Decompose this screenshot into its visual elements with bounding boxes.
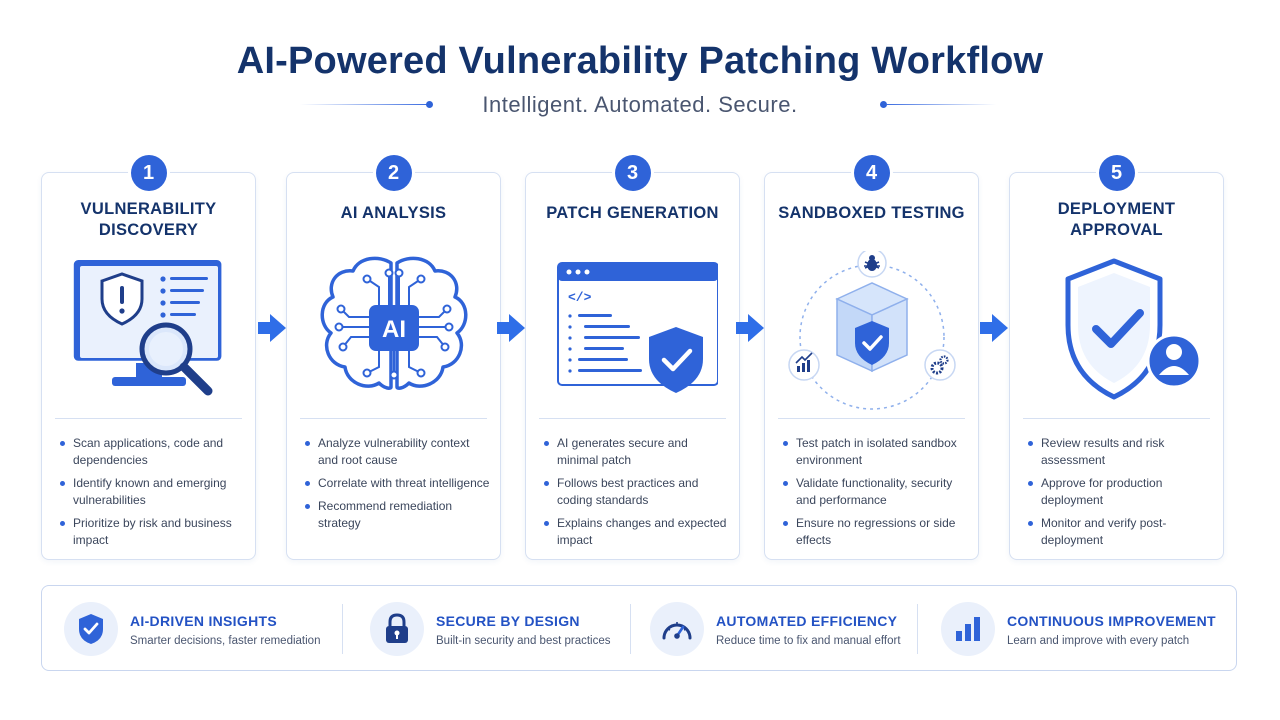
feature-desc: Smarter decisions, faster remediation bbox=[130, 635, 321, 647]
list-item: Recommend remediation strategy bbox=[305, 498, 492, 532]
bullet-list: Test patch in isolated sandbox environme… bbox=[783, 435, 970, 555]
step-title: DEPLOYMENT APPROVAL bbox=[1010, 199, 1223, 241]
shield-check-icon bbox=[64, 602, 118, 656]
bullet-list: Review results and risk assessment Appro… bbox=[1028, 435, 1215, 555]
list-item: Identify known and emerging vulnerabilit… bbox=[60, 475, 247, 509]
card-divider bbox=[55, 418, 242, 419]
card-divider bbox=[1023, 418, 1210, 419]
ai-brain-icon: AI bbox=[309, 251, 479, 411]
feature-title: SECURE BY DESIGN bbox=[436, 613, 580, 629]
card-divider bbox=[778, 418, 965, 419]
step-number: 2 bbox=[375, 155, 412, 191]
page-title: AI-Powered Vulnerability Patching Workfl… bbox=[236, 40, 1044, 82]
feature-title: AUTOMATED EFFICIENCY bbox=[716, 613, 898, 629]
list-item: Correlate with threat intelligence bbox=[305, 475, 492, 492]
step-title-line: AI ANALYSIS bbox=[340, 204, 447, 222]
step-number: 3 bbox=[614, 155, 651, 191]
list-item: Analyze vulnerability context and root c… bbox=[305, 435, 492, 469]
feature-title: CONTINUOUS IMPROVEMENT bbox=[1007, 613, 1216, 629]
step-number: 5 bbox=[1098, 155, 1135, 191]
list-item: Approve for production deployment bbox=[1028, 475, 1215, 509]
feature-separator bbox=[917, 604, 918, 654]
feature-separator bbox=[630, 604, 631, 654]
list-item: Validate functionality, security and per… bbox=[783, 475, 970, 509]
step-number: 4 bbox=[853, 155, 890, 191]
ai-chip-label: AI bbox=[382, 316, 406, 343]
sandbox-cube-icon bbox=[787, 248, 957, 411]
shield-check-user-icon bbox=[1032, 251, 1202, 411]
step-title-line: SANDBOXED TESTING bbox=[778, 204, 965, 222]
step-title-line: PATCH GENERATION bbox=[546, 204, 719, 222]
step-card-patch-generation: 3 PATCH GENERATION </> AI generates secu… bbox=[525, 155, 740, 560]
decorative-line-left bbox=[300, 104, 428, 105]
arrow-right-icon bbox=[495, 311, 527, 345]
list-item: AI generates secure and minimal patch bbox=[544, 435, 731, 469]
bullet-list: Scan applications, code and dependencies… bbox=[60, 435, 247, 555]
feature-desc: Reduce time to fix and manual effort bbox=[716, 635, 901, 647]
arrow-right-icon bbox=[734, 311, 766, 345]
list-item: Scan applications, code and dependencies bbox=[60, 435, 247, 469]
card-divider bbox=[539, 418, 726, 419]
decorative-line-right bbox=[886, 104, 996, 105]
decorative-dot-left bbox=[426, 101, 433, 108]
bullet-list: Analyze vulnerability context and root c… bbox=[305, 435, 492, 538]
step-title-line: DISCOVERY bbox=[98, 221, 199, 239]
list-item: Review results and risk assessment bbox=[1028, 435, 1215, 469]
card-divider bbox=[300, 418, 487, 419]
list-item: Test patch in isolated sandbox environme… bbox=[783, 435, 970, 469]
list-item: Ensure no regressions or side effects bbox=[783, 515, 970, 549]
code-window-shield-icon: </> bbox=[548, 251, 719, 411]
arrow-right-icon bbox=[256, 311, 288, 345]
bar-chart-icon bbox=[941, 602, 995, 656]
subtitle-row: Intelligent. Automated. Secure. bbox=[0, 92, 1280, 122]
page-subtitle: Intelligent. Automated. Secure. bbox=[482, 92, 798, 117]
list-item: Prioritize by risk and business impact bbox=[60, 515, 247, 549]
step-title-line: APPROVAL bbox=[1070, 221, 1163, 239]
gauge-icon bbox=[650, 602, 704, 656]
monitor-shield-magnifier-icon bbox=[64, 251, 234, 411]
step-title-line: VULNERABILITY bbox=[80, 200, 217, 218]
features-panel: AI-DRIVEN INSIGHTS Smarter decisions, fa… bbox=[41, 585, 1237, 671]
decorative-dot-right bbox=[880, 101, 887, 108]
list-item: Explains changes and expected impact bbox=[544, 515, 731, 549]
feature-title: AI-DRIVEN INSIGHTS bbox=[130, 613, 277, 629]
step-card-discovery: 1 VULNERABILITY DISCOVERY Scan app bbox=[41, 155, 256, 560]
arrow-right-icon bbox=[978, 311, 1010, 345]
list-item: Follows best practices and coding standa… bbox=[544, 475, 731, 509]
step-title-line: DEPLOYMENT bbox=[1057, 200, 1176, 218]
list-item: Monitor and verify post-deployment bbox=[1028, 515, 1215, 549]
code-tag-glyph: </> bbox=[568, 290, 592, 305]
step-title: VULNERABILITY DISCOVERY bbox=[42, 199, 255, 241]
lock-icon bbox=[370, 602, 424, 656]
feature-desc: Built-in security and best practices bbox=[436, 635, 611, 647]
step-title: SANDBOXED TESTING bbox=[765, 203, 978, 224]
step-card-sandboxed-testing: 4 SANDBOXED TESTING Test patch in isolat… bbox=[764, 155, 979, 560]
step-number: 1 bbox=[130, 155, 167, 191]
bullet-list: AI generates secure and minimal patch Fo… bbox=[544, 435, 731, 555]
step-title: PATCH GENERATION bbox=[526, 203, 739, 224]
step-title: AI ANALYSIS bbox=[287, 203, 500, 224]
feature-desc: Learn and improve with every patch bbox=[1007, 635, 1190, 647]
step-card-deployment-approval: 5 DEPLOYMENT APPROVAL Review results and… bbox=[1009, 155, 1224, 560]
feature-separator bbox=[342, 604, 343, 654]
step-card-ai-analysis: 2 AI ANALYSIS AI An bbox=[286, 155, 501, 560]
